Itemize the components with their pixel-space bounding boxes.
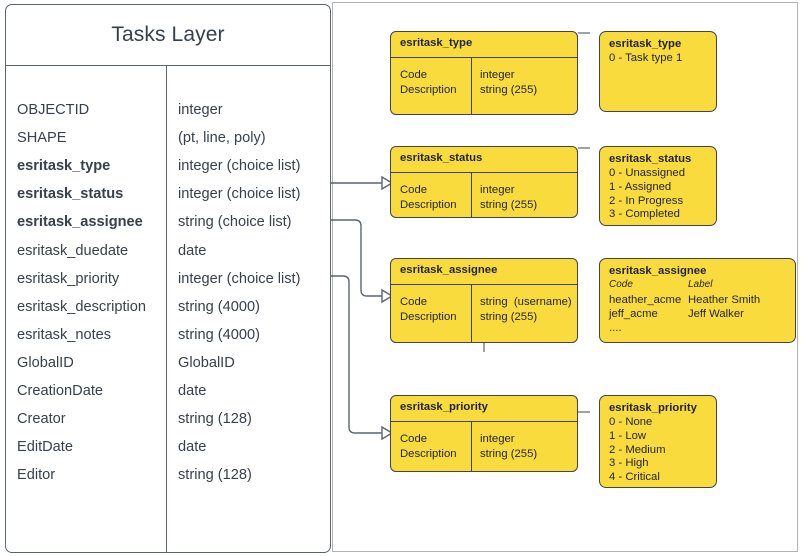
domain-table-left-column: Code Description [400, 296, 457, 323]
field-type: string (128) [178, 411, 252, 428]
domain-table-title: esritask_assignee [400, 264, 498, 276]
table-row[interactable]: esritask_duedate date [6, 236, 330, 264]
domain-table-column-divider [471, 421, 472, 471]
value-list-esritask-priority[interactable]: esritask_priority 0 - None 1 - Low 2 - M… [599, 395, 717, 488]
field-type: string (4000) [178, 326, 260, 343]
page-title: Tasks Layer [111, 23, 225, 46]
table-row[interactable]: esritask_description string (4000) [6, 293, 330, 321]
table-row[interactable]: esritask_priority integer (choice list) [6, 265, 330, 293]
domain-table-right-column: integer string (255) [480, 184, 538, 211]
table-row[interactable]: esritask_type integer (choice list) [6, 152, 330, 180]
field-name: Creator [17, 411, 66, 428]
field-name: SHAPE [17, 130, 67, 147]
table-row[interactable]: esritask_notes string (4000) [6, 321, 330, 349]
field-name: Editor [17, 467, 56, 484]
field-name: CreationDate [17, 382, 103, 399]
domain-table-left-column: Code Description [400, 433, 457, 460]
value-list-esritask-assignee[interactable]: esritask_assignee Code Label heather_acm… [599, 258, 796, 343]
domain-table-esritask-assignee[interactable]: esritask_assignee Code Description strin… [390, 258, 578, 343]
field-name: esritask_duedate [17, 242, 129, 259]
field-name: esritask_status [17, 186, 124, 203]
field-type: (pt, line, poly) [178, 130, 266, 147]
domain-table-header-divider [391, 284, 577, 285]
domain-table-esritask-status[interactable]: esritask_status Code Description integer… [390, 146, 578, 218]
domain-table-header-divider [391, 172, 577, 173]
value-list-title: esritask_type [609, 38, 682, 50]
table-row[interactable]: OBJECTID integer [6, 96, 330, 124]
domain-table-header-divider [391, 421, 577, 422]
domain-table-header-divider [391, 57, 577, 58]
field-name: EditDate [17, 439, 73, 456]
value-list-items: 0 - Task type 1 [609, 52, 683, 64]
table-row[interactable]: SHAPE (pt, line, poly) [6, 124, 330, 152]
table-row[interactable]: CreationDate date [6, 377, 330, 405]
tasks-layer-card[interactable]: Tasks Layer OBJECTID integer SHAPE (pt, … [5, 4, 331, 553]
field-name: GlobalID [17, 354, 74, 371]
field-type: date [178, 242, 207, 259]
domain-table-esritask-priority[interactable]: esritask_priority Code Description integ… [390, 395, 578, 472]
value-list-title: esritask_assignee [609, 265, 707, 277]
field-name: esritask_notes [17, 326, 112, 343]
table-row[interactable]: esritask_assignee string (choice list) [6, 208, 330, 236]
domain-table-right-column: integer string (255) [480, 69, 538, 96]
value-list-codes: heather_acme jeff_acme .... [609, 294, 682, 334]
column-divider [166, 65, 167, 552]
field-type: integer (choice list) [178, 158, 301, 175]
field-type: string (choice list) [178, 214, 292, 231]
field-name: OBJECTID [17, 102, 90, 119]
field-list: OBJECTID integer SHAPE (pt, line, poly) … [6, 65, 330, 489]
field-type: integer (choice list) [178, 186, 301, 203]
field-name: esritask_priority [17, 270, 120, 287]
table-row[interactable]: esritask_status integer (choice list) [6, 180, 330, 208]
field-name: esritask_type [17, 158, 111, 175]
table-row[interactable]: Creator string (128) [6, 405, 330, 433]
value-list-code-header: Code [609, 279, 633, 290]
field-name: esritask_description [17, 298, 146, 315]
value-list-items: 0 - None 1 - Low 2 - Medium 3 - High 4 -… [609, 416, 666, 484]
domain-table-title: esritask_type [400, 37, 473, 49]
field-type: date [178, 439, 207, 456]
field-type: GlobalID [178, 354, 235, 371]
table-row[interactable]: EditDate date [6, 433, 330, 461]
value-list-title: esritask_priority [609, 402, 697, 414]
table-row[interactable]: GlobalID GlobalID [6, 349, 330, 377]
domain-table-right-column: integer string (255) [480, 433, 538, 460]
value-list-esritask-status[interactable]: esritask_status 0 - Unassigned 1 - Assig… [599, 146, 717, 226]
header-divider [6, 65, 330, 66]
field-name: esritask_assignee [17, 214, 143, 231]
field-type: string (128) [178, 467, 252, 484]
field-type: integer (choice list) [178, 270, 301, 287]
domain-table-right-column: string (username) string (255) [480, 296, 572, 323]
value-list-title: esritask_status [609, 153, 692, 165]
table-row[interactable]: Editor string (128) [6, 461, 330, 489]
domain-table-left-column: Code Description [400, 69, 457, 96]
domain-table-title: esritask_priority [400, 401, 488, 413]
field-type: date [178, 382, 207, 399]
value-list-items: 0 - Unassigned 1 - Assigned 2 - In Progr… [609, 167, 685, 221]
value-list-label-header: Label [688, 279, 713, 290]
value-list-esritask-type[interactable]: esritask_type 0 - Task type 1 [599, 31, 717, 112]
domain-table-esritask-type[interactable]: esritask_type Code Description integer s… [390, 31, 578, 115]
field-type: integer [178, 102, 223, 119]
field-type: string (4000) [178, 298, 260, 315]
domain-table-column-divider [471, 172, 472, 217]
domain-table-title: esritask_status [400, 152, 483, 164]
domain-table-left-column: Code Description [400, 184, 457, 211]
domain-table-column-divider [471, 284, 472, 342]
domain-table-column-divider [471, 57, 472, 114]
value-list-labels: Heather Smith Jeff Walker [688, 294, 761, 320]
